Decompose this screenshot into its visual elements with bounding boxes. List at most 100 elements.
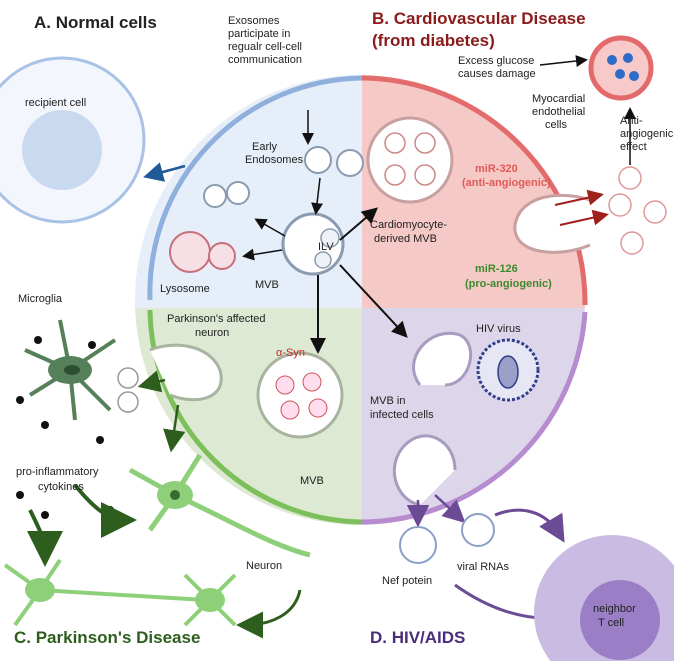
hiv-release-pocket xyxy=(392,434,457,507)
label-affected-2: neuron xyxy=(195,327,229,339)
title-hiv: D. HIV/AIDS xyxy=(370,628,465,647)
label-cardio-2: derived MVB xyxy=(374,233,437,245)
title-cardio-2: (from diabetes) xyxy=(372,31,495,50)
label-mvb-park: MVB xyxy=(300,475,324,487)
label-tcell-1: neighbor xyxy=(593,603,636,615)
label-early-2: Endosomes xyxy=(245,154,304,166)
lysosome-fusion xyxy=(208,242,236,270)
arrow-red xyxy=(554,189,604,206)
arrow-to-recipient xyxy=(143,162,186,182)
label-glucose-1: Excess glucose xyxy=(458,55,534,67)
label-mir126-1: miR-126 xyxy=(475,263,518,275)
cardio-release-pocket xyxy=(513,193,591,254)
label-microglia: Microglia xyxy=(18,293,63,305)
arrow-cytokine-neuron xyxy=(73,483,137,538)
arrow-red xyxy=(559,209,609,226)
glucose-dot xyxy=(629,71,639,81)
glucose-dot xyxy=(615,69,625,79)
arrow-to-tcell xyxy=(494,508,565,543)
label-viral-rna: viral RNAs xyxy=(457,561,509,573)
glucose-dot xyxy=(607,55,617,65)
park-release-pocket xyxy=(149,343,223,402)
arrow-to-mvb xyxy=(311,177,324,215)
tcell-nucleus xyxy=(580,580,660,660)
arrow-to-neuron xyxy=(163,404,186,453)
cytokine-dot xyxy=(106,506,114,514)
arrow-to-hiv xyxy=(339,264,408,338)
cytokine-dot xyxy=(88,341,96,349)
label-affected-1: Parkinson's affected xyxy=(167,313,266,325)
arrow-purple xyxy=(434,494,466,524)
neuron-lower-left xyxy=(3,558,206,627)
nef-vesicle xyxy=(399,526,437,564)
cytokine-dot xyxy=(34,336,42,344)
neuron-upper xyxy=(128,453,311,558)
exosome-park xyxy=(117,367,139,389)
label-proinf-2: cytokines xyxy=(38,481,84,493)
ilv xyxy=(314,251,332,269)
neuron-lower-right xyxy=(183,573,237,627)
label-endo-2: endothelial xyxy=(532,106,585,118)
label-proinf-1: pro-inflammatory xyxy=(16,466,99,478)
exosome-red xyxy=(618,166,642,190)
mvb-ilv xyxy=(384,132,406,154)
label-endo-3: cells xyxy=(545,119,568,131)
label-neuron: Neuron xyxy=(246,560,282,572)
exosome-red xyxy=(608,193,632,217)
exosome-red xyxy=(643,200,667,224)
asyn-vesicle xyxy=(275,375,295,395)
cytokine-dot xyxy=(41,511,49,519)
arrow-cytokine-lower xyxy=(26,509,63,567)
label-exosome-4: communication xyxy=(228,54,302,66)
arrow-to-release xyxy=(254,218,286,237)
lysosome xyxy=(169,231,211,273)
label-mir126-2: (pro-angiogenic) xyxy=(465,278,552,290)
endothelial-vessel xyxy=(588,35,654,101)
membrane-blue xyxy=(147,75,363,301)
arrow-to-lysosome xyxy=(242,248,283,261)
exosome-vesicle xyxy=(226,181,250,205)
membrane-red xyxy=(361,75,588,306)
label-anti-1: Anti- xyxy=(620,115,643,127)
label-early-1: Early xyxy=(252,141,278,153)
cytokine-dot xyxy=(16,491,24,499)
label-mvb-hiv-2: infected cells xyxy=(370,409,434,421)
label-nef: Nef potein xyxy=(382,575,432,587)
label-exosome-1: Exosomes xyxy=(228,15,280,27)
label-tcell-2: T cell xyxy=(598,617,624,629)
arrow-to-cardio xyxy=(339,207,379,241)
hiv-capsid xyxy=(497,355,519,389)
label-mir320-1: miR-320 xyxy=(475,163,518,175)
mvb-ilv xyxy=(414,132,436,154)
mvb-parkinson xyxy=(256,351,344,439)
microglia xyxy=(24,319,117,421)
label-asyn: α-Syn xyxy=(276,347,305,359)
exosome-vesicle xyxy=(203,184,227,208)
recipient-nucleus xyxy=(22,110,102,190)
mvb-ilv xyxy=(414,164,436,186)
label-lysosome: Lysosome xyxy=(160,283,210,295)
cytokine-dot xyxy=(16,396,24,404)
label-hiv-virus: HIV virus xyxy=(476,323,521,335)
cytokine-dot xyxy=(41,421,49,429)
label-mvb-normal: MVB xyxy=(255,279,279,291)
arrow-glucose xyxy=(539,55,588,67)
label-endo-1: Myocardial xyxy=(532,93,585,105)
label-recipient: recipient cell xyxy=(25,97,86,109)
label-anti-2: angiogenic xyxy=(620,128,674,140)
cytokine-dot xyxy=(96,436,104,444)
glucose-dot xyxy=(623,53,633,63)
label-exosome-3: regualr cell-cell xyxy=(228,41,302,53)
arrow-to-microglia xyxy=(137,370,166,393)
label-exosome-2: participate in xyxy=(228,28,290,40)
ilv xyxy=(320,228,340,248)
title-parkinson: C. Parkinson's Disease xyxy=(14,628,200,647)
label-mvb-hiv-1: MVB in xyxy=(370,395,405,407)
label-cardio-1: Cardiomyocyte- xyxy=(370,219,447,231)
cardiomyocyte-mvb xyxy=(366,116,454,204)
early-endosome xyxy=(336,149,364,177)
label-mir320-2: (anti-angiogenic) xyxy=(462,177,551,189)
early-endosome xyxy=(304,146,332,174)
asyn-vesicle xyxy=(302,372,322,392)
